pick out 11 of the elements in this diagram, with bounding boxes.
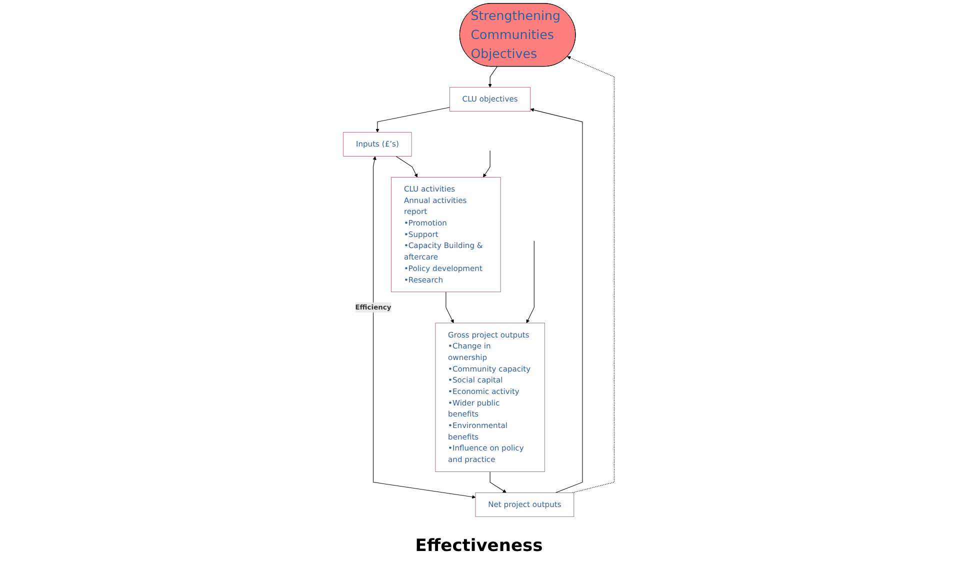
arrow: [483, 150, 491, 178]
arrow: [488, 66, 498, 88]
arrow: [372, 156, 476, 499]
arrow: [567, 56, 615, 493]
arrow: [396, 156, 418, 178]
arrow: [526, 240, 535, 324]
arrow: [446, 292, 454, 324]
note-text: Effectiveness: [415, 536, 543, 556]
arrow: [376, 107, 450, 132]
arrow: [530, 108, 583, 493]
arrow: [490, 471, 507, 493]
